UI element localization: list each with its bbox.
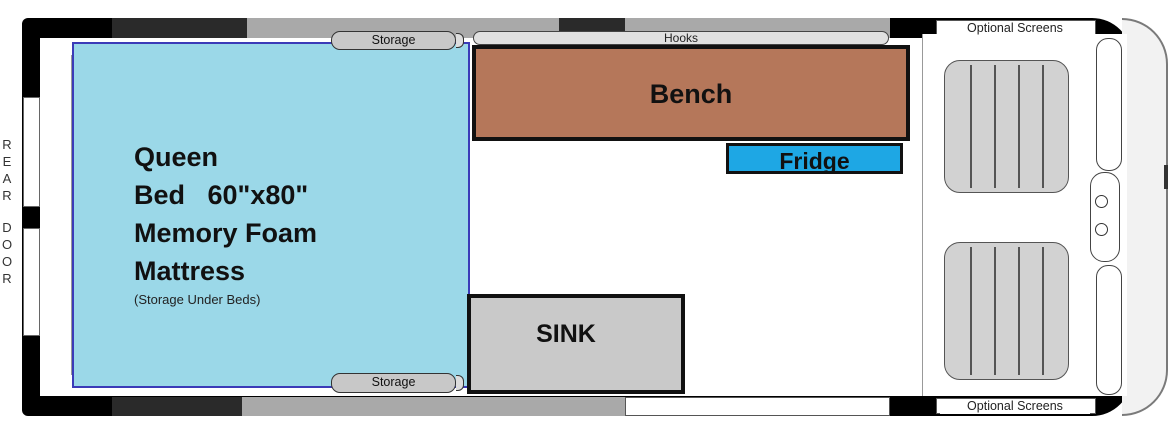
screens-bottom-label: Optional Screens <box>940 399 1090 414</box>
bed-label-line: Mattress <box>134 256 246 286</box>
dash-lower <box>1096 265 1122 395</box>
rear-letter: R <box>2 271 12 286</box>
rear-letter: R <box>2 137 12 152</box>
bottom-wall-open <box>625 397 890 416</box>
storage-top-end <box>456 33 464 48</box>
bed-label: Queen Bed 60"x80" Memory Foam Mattress (… <box>134 142 317 307</box>
queen-bed: Queen Bed 60"x80" Memory Foam Mattress (… <box>72 42 470 388</box>
storage-bottom-end <box>456 375 464 391</box>
top-wall-rear <box>112 18 247 38</box>
floor-inner-line <box>42 55 72 375</box>
bed-storage-note: (Storage Under Beds) <box>134 292 261 307</box>
rear-letter <box>0 204 14 219</box>
console-knob <box>1095 223 1108 236</box>
front-bumper-mark <box>1164 165 1168 189</box>
rear-door-label: R E A R D O O R <box>0 136 14 287</box>
van-front-nose <box>1122 18 1168 416</box>
bed-label-line: Queen <box>134 142 219 172</box>
bed-label-line: Bed 60"x80" <box>134 180 309 210</box>
rear-letter: A <box>2 171 12 186</box>
rear-door-upper <box>23 97 40 207</box>
sink: SINK <box>467 294 685 394</box>
bottom-wall-rear <box>112 397 242 416</box>
center-console <box>1090 172 1120 262</box>
passenger-seat <box>944 242 1069 380</box>
bottom-wall-window <box>242 397 625 416</box>
bed-label-line: Memory Foam <box>134 218 318 248</box>
rear-letter: O <box>1 237 13 252</box>
rear-letter: E <box>2 154 12 169</box>
dash-upper <box>1096 38 1122 171</box>
console-knob <box>1095 195 1108 208</box>
fridge: Fridge <box>726 143 903 174</box>
storage-top: Storage <box>331 31 456 50</box>
rear-letter: D <box>2 220 12 235</box>
driver-seat <box>944 60 1069 193</box>
storage-bottom: Storage <box>331 373 456 393</box>
rear-letter: R <box>2 188 12 203</box>
hooks-rail: Hooks <box>473 31 889 45</box>
rear-letter: O <box>1 254 13 269</box>
bench: Bench <box>472 45 910 141</box>
rear-door-lower <box>23 228 40 336</box>
screens-top-label: Optional Screens <box>940 21 1090 36</box>
